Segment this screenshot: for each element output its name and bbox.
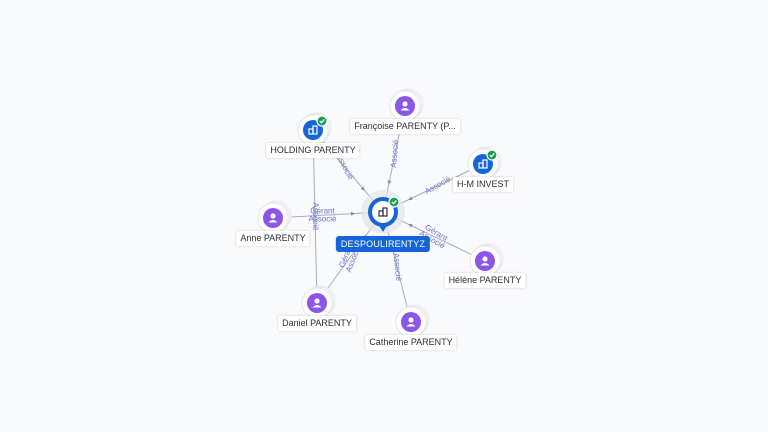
pin-tip: [378, 224, 388, 232]
edge-label: Associé: [423, 174, 452, 196]
node-catherine[interactable]: [395, 304, 430, 338]
building-icon: [478, 159, 488, 169]
arrow-head-icon: [387, 180, 392, 185]
building-icon: [378, 207, 388, 217]
verified-check-icon: [486, 149, 498, 161]
person-icon: [312, 298, 322, 308]
arrow-head-icon: [408, 224, 413, 228]
node-daniel[interactable]: [301, 285, 336, 319]
verified-check-icon: [316, 115, 328, 127]
node-helene[interactable]: [469, 243, 504, 277]
arrow-head-icon: [408, 196, 413, 200]
node-label-francoise[interactable]: Françoise PARENTY (P...: [350, 119, 460, 134]
node-holding[interactable]: [297, 112, 332, 146]
node-center[interactable]: [361, 190, 405, 234]
edge-daniel-holding: Associé: [311, 129, 320, 304]
center-label[interactable]: DESPOULIRENTYZ: [335, 236, 431, 252]
node-label-anne[interactable]: Anne PARENTY: [236, 231, 310, 246]
node-anne[interactable]: [257, 200, 292, 234]
person-icon: [400, 101, 410, 111]
verified-check-icon: [388, 196, 400, 208]
person-icon: [480, 256, 490, 266]
person-icon: [406, 317, 416, 327]
nodes-layer: [257, 88, 504, 338]
edge-label: Associé: [389, 139, 400, 168]
node-label-holding[interactable]: HOLDING PARENTY: [266, 143, 360, 158]
arrow-head-icon: [360, 186, 365, 191]
edge-label: Associé: [308, 214, 337, 223]
node-label-daniel[interactable]: Daniel PARENTY: [278, 316, 356, 331]
edge-label: Associé: [311, 202, 320, 231]
edge-line: [312, 129, 318, 304]
node-label-catherine[interactable]: Catherine PARENTY: [365, 335, 457, 350]
node-label-hm[interactable]: H-M INVEST: [452, 177, 514, 192]
arrow-head-icon: [350, 211, 356, 216]
node-hm[interactable]: [467, 146, 502, 180]
node-label-helene[interactable]: Hélène PARENTY: [444, 273, 526, 288]
building-icon: [308, 125, 318, 135]
person-icon: [268, 213, 278, 223]
edge-label: Associé: [392, 253, 403, 282]
edge-label: Gérant: [310, 206, 335, 215]
node-francoise[interactable]: [389, 88, 424, 122]
